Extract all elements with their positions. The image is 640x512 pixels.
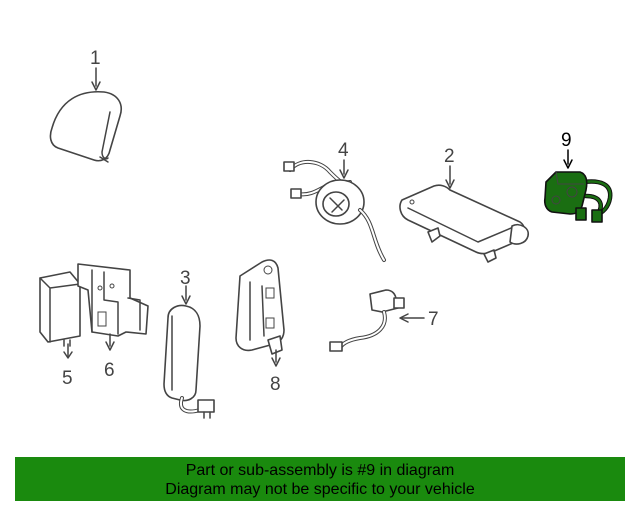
callout-6[interactable]: 6: [104, 360, 115, 381]
callout-3[interactable]: 3: [180, 268, 191, 289]
parts-diagram: 1 4 2 9: [39, 48, 613, 419]
banner-line-1: Part or sub-assembly is #9 in diagram: [185, 462, 455, 479]
part-2-airbag-module: [399, 184, 530, 263]
callout-2[interactable]: 2: [444, 146, 455, 167]
callout-9[interactable]: 9: [561, 130, 572, 151]
part-6-bracket: [77, 263, 149, 337]
callout-7[interactable]: 7: [428, 309, 439, 330]
callout-4[interactable]: 4: [338, 140, 349, 161]
part-8-impact-sensor: [235, 259, 285, 355]
part-7-sensor-harness: [329, 289, 405, 352]
part-4-clock-spring: [283, 160, 386, 262]
part-1-cover: [49, 90, 122, 163]
callout-8[interactable]: 8: [270, 374, 281, 395]
part-info-banner: Part or sub-assembly is #9 in diagram Di…: [15, 457, 625, 501]
part-3-side-airbag: [163, 304, 215, 419]
callout-1[interactable]: 1: [90, 48, 101, 69]
callout-5[interactable]: 5: [62, 368, 73, 389]
part-5-control-module: [39, 271, 81, 347]
banner-line-2: Diagram may not be specific to your vehi…: [165, 481, 475, 498]
part-9-sensor-assembly[interactable]: [543, 171, 613, 223]
